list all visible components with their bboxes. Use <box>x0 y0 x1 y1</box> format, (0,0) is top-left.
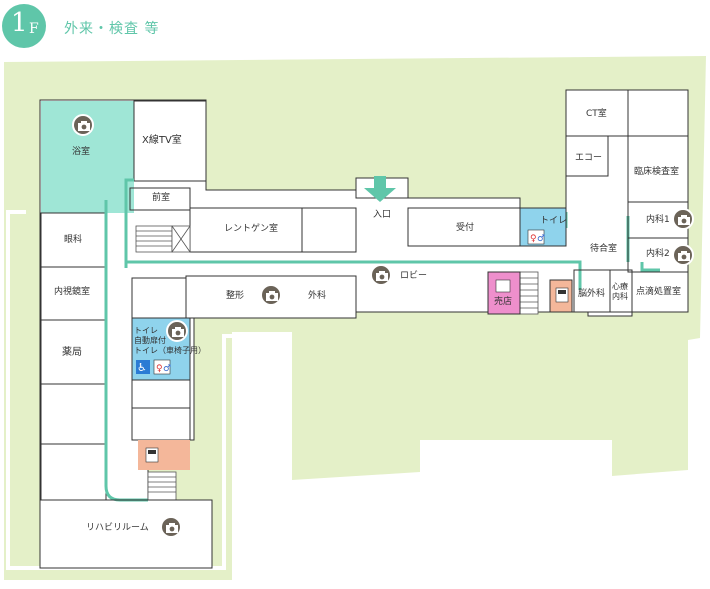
label-rehab: リハビリルーム <box>86 523 149 533</box>
camera-icon-orthopedics[interactable] <box>260 284 282 306</box>
camera-icon-internal1[interactable] <box>672 208 694 230</box>
label-endoscopy: 内視鏡室 <box>54 287 91 297</box>
label-reception: 受付 <box>456 223 475 233</box>
label-internal1: 内科1 <box>646 215 670 225</box>
floor-title: 外来・検査 等 <box>64 21 160 37</box>
label-shop: 売店 <box>494 297 513 307</box>
label-echo: エコー <box>575 153 603 163</box>
restroom-icon: ♀ ♂ <box>527 229 545 245</box>
label-toilet-group-line2: 自動扉付 <box>134 336 166 345</box>
camera-icon-lobby[interactable] <box>370 264 392 286</box>
label-internal2: 内科2 <box>646 249 670 259</box>
label-clinical-lab: 臨床検査室 <box>634 167 680 177</box>
camera-icon-rehab[interactable] <box>160 516 182 538</box>
phone-icon-2 <box>555 287 569 303</box>
label-surgery: 外科 <box>308 291 327 301</box>
label-orthopedics: 整形 <box>226 291 245 301</box>
room-shop <box>487 271 521 315</box>
label-waiting: 待合室 <box>590 244 618 254</box>
svg-text:♀: ♀ <box>156 364 163 374</box>
label-pharmacy: 薬局 <box>62 347 82 358</box>
label-toilet-group: トイレ 自動扉付 トイレ（車椅子用） <box>134 326 206 356</box>
label-cardio-line2: 内科 <box>612 292 628 301</box>
label-lobby: ロビー <box>400 271 428 281</box>
floor-number: 1 <box>11 8 28 38</box>
camera-icon-bath[interactable] <box>72 114 94 136</box>
svg-text:♀: ♀ <box>530 234 537 244</box>
label-toilet-group-line3: トイレ（車椅子用） <box>134 346 206 355</box>
svg-text:♂: ♂ <box>537 234 545 244</box>
restroom-icon-2: ♀ ♂ <box>153 359 171 375</box>
floor-suffix: F <box>29 21 39 37</box>
shop-icon <box>495 279 511 293</box>
label-xray-tv: X線TV室 <box>142 135 182 146</box>
label-ophthalmology: 眼科 <box>64 235 83 245</box>
svg-text:♿: ♿ <box>137 361 147 374</box>
label-cardio-line1: 心療 <box>612 282 628 291</box>
label-toilet-group-line1: トイレ <box>134 326 158 335</box>
phone-icon <box>145 447 159 463</box>
camera-icon-toilet[interactable] <box>166 320 188 342</box>
camera-icon-internal2[interactable] <box>672 244 694 266</box>
label-bath: 浴室 <box>72 147 91 157</box>
svg-text:♂: ♂ <box>163 364 171 374</box>
label-neurosurgery: 脳外科 <box>578 289 606 299</box>
wheelchair-icon: ♿ <box>136 360 150 374</box>
label-anteroom: 前室 <box>152 193 171 203</box>
entrance-arrow-icon <box>364 176 396 202</box>
label-drip: 点滴処置室 <box>636 287 682 297</box>
label-xray: レントゲン室 <box>224 224 279 234</box>
label-cardio: 心療 内科 <box>612 282 628 302</box>
label-ct: CT室 <box>586 109 607 119</box>
label-toilet: トイレ <box>540 216 568 226</box>
label-entrance: 入口 <box>373 210 392 220</box>
floor-badge: 1 F <box>2 4 46 48</box>
